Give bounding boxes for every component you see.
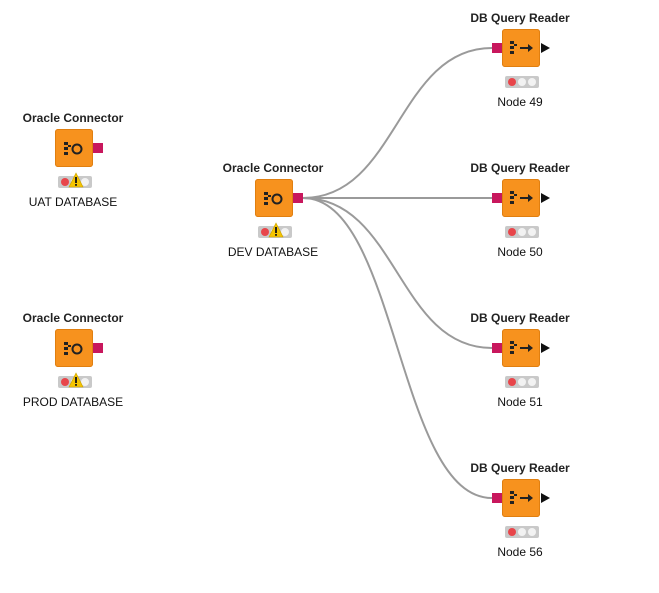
node-db-query-reader-51[interactable]: DB Query Reader Node 51 xyxy=(455,311,585,421)
node-label[interactable]: PROD DATABASE xyxy=(22,395,124,409)
warning-icon[interactable] xyxy=(268,222,284,243)
node-oracle-connector-uat[interactable]: Oracle Connector UAT DATABASE xyxy=(8,111,138,221)
node-title: DB Query Reader xyxy=(470,161,570,175)
node-title: DB Query Reader xyxy=(470,11,570,25)
node-title: DB Query Reader xyxy=(470,311,570,325)
output-port[interactable] xyxy=(93,143,103,153)
db-connector-icon[interactable] xyxy=(255,179,293,217)
status-traffic-light xyxy=(505,526,539,538)
db-query-reader-icon[interactable] xyxy=(502,29,540,67)
input-port[interactable] xyxy=(492,343,502,353)
db-query-reader-icon[interactable] xyxy=(502,479,540,517)
node-label[interactable]: Node 56 xyxy=(497,545,543,559)
input-port[interactable] xyxy=(492,493,502,503)
status-traffic-light xyxy=(505,226,539,238)
output-port[interactable] xyxy=(93,343,103,353)
db-connector-icon[interactable] xyxy=(55,129,93,167)
db-query-reader-icon[interactable] xyxy=(502,179,540,217)
status-traffic-light xyxy=(505,76,539,88)
node-label[interactable]: DEV DATABASE xyxy=(227,245,319,259)
node-title: Oracle Connector xyxy=(222,161,324,175)
node-db-query-reader-50[interactable]: DB Query Reader Node 50 xyxy=(455,161,585,271)
output-port[interactable] xyxy=(541,343,550,353)
node-label[interactable]: Node 49 xyxy=(497,95,543,109)
warning-icon[interactable] xyxy=(68,172,84,193)
node-db-query-reader-56[interactable]: DB Query Reader Node 56 xyxy=(455,461,585,571)
node-db-query-reader-49[interactable]: DB Query Reader Node 49 xyxy=(455,11,585,121)
node-title: DB Query Reader xyxy=(470,461,570,475)
node-label[interactable]: Node 50 xyxy=(497,245,543,259)
warning-icon[interactable] xyxy=(68,372,84,393)
node-oracle-connector-dev[interactable]: Oracle Connector DEV DATABASE xyxy=(208,161,338,271)
output-port[interactable] xyxy=(541,193,550,203)
output-port[interactable] xyxy=(541,493,550,503)
output-port[interactable] xyxy=(293,193,303,203)
node-title: Oracle Connector xyxy=(22,111,124,125)
output-port[interactable] xyxy=(541,43,550,53)
input-port[interactable] xyxy=(492,43,502,53)
node-label[interactable]: UAT DATABASE xyxy=(28,195,118,209)
input-port[interactable] xyxy=(492,193,502,203)
db-query-reader-icon[interactable] xyxy=(502,329,540,367)
status-traffic-light xyxy=(505,376,539,388)
node-label[interactable]: Node 51 xyxy=(497,395,543,409)
db-connector-icon[interactable] xyxy=(55,329,93,367)
node-oracle-connector-prod[interactable]: Oracle Connector PROD DATABASE xyxy=(8,311,138,421)
node-title: Oracle Connector xyxy=(22,311,124,325)
